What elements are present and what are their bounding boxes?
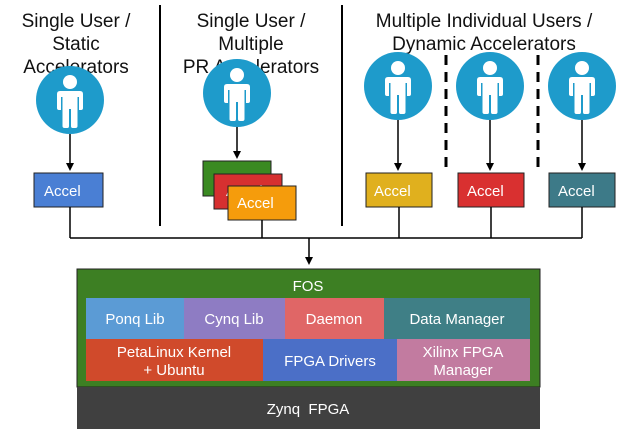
- daemon-block: [285, 298, 384, 339]
- user-icon-2: [456, 52, 524, 120]
- kernel-label-line2: + Ubuntu: [143, 362, 204, 379]
- kernel-block: [86, 339, 263, 381]
- fpga-manager-label-line1: Xilinx FPGA: [423, 344, 504, 361]
- zynq-fpga-block: [77, 387, 540, 429]
- header-multi-line1: Multiple Individual Users /: [375, 11, 593, 32]
- user-icon-3: [548, 52, 616, 120]
- cynq-lib-block: [184, 298, 285, 339]
- accel-user-3-label: Accel: [558, 183, 595, 200]
- kernel-label-line1: PetaLinux Kernel: [117, 344, 231, 361]
- accel-static-label: Accel: [44, 183, 81, 200]
- fpga-drivers-label: FPGA Drivers: [284, 353, 376, 370]
- fpga-drivers-block: [263, 339, 397, 381]
- accel-static-box: [33, 172, 104, 208]
- fpga-manager-label-line2: Manager: [433, 362, 492, 379]
- user-icon-1: [364, 52, 432, 120]
- header-multi-line2: Dynamic Accelerators: [392, 34, 576, 55]
- fos-title: FOS: [293, 278, 324, 295]
- header-static-line1: Single User / Static: [21, 11, 131, 55]
- user-icon-pr: [203, 59, 271, 127]
- header-pr-line1: Single User / Multiple: [196, 11, 306, 55]
- accel-pr-stack: Accel Accel: [202, 160, 297, 221]
- header-multi: Multiple Individual Users / Dynamic Acce…: [350, 10, 618, 56]
- accel-user-2-label: Accel: [467, 183, 504, 200]
- daemon-label: Daemon: [306, 311, 363, 328]
- accel-static: Accel: [33, 172, 104, 208]
- accel-user-3: Accel: [548, 172, 616, 208]
- zynq-fpga-label: Zynq FPGA: [267, 401, 350, 418]
- accel-pr-orange-label: Accel: [237, 195, 274, 212]
- header-static: Single User / Static Accelerators: [0, 10, 152, 79]
- fpga-manager-block: [397, 339, 530, 381]
- data-manager-label: Data Manager: [409, 311, 504, 328]
- accel-user-1-label: Accel: [374, 183, 411, 200]
- pynq-lib-block: [86, 298, 184, 339]
- accel-user-2: Accel: [457, 172, 525, 208]
- accel-user-2-box: [457, 172, 525, 208]
- data-manager-block: [384, 298, 530, 339]
- pynq-lib-label: Ponq Lib: [105, 311, 164, 328]
- cynq-lib-label: Cynq Lib: [204, 311, 263, 328]
- accel-user-3-box: [548, 172, 616, 208]
- accel-user-1: Accel: [365, 172, 433, 208]
- user-icon-static: [36, 66, 104, 134]
- accel-pr-orange-box: [227, 185, 297, 221]
